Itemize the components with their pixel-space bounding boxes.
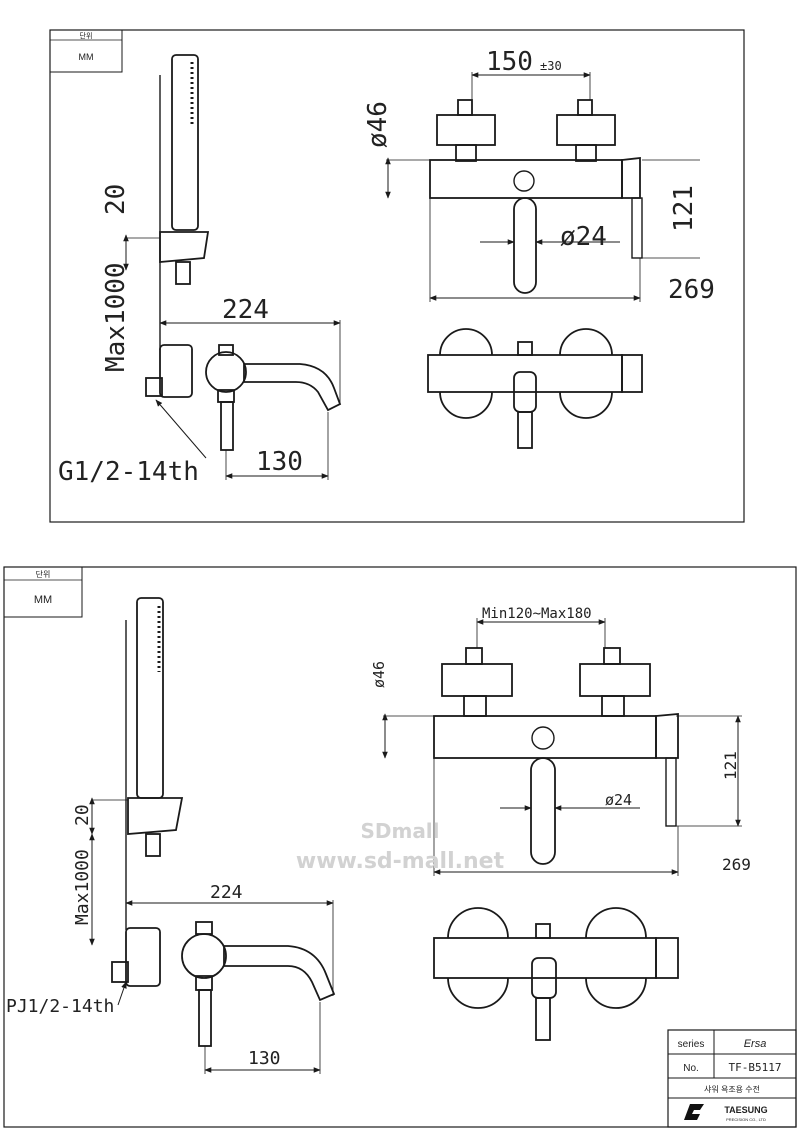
top-hand-shower bbox=[171, 54, 199, 231]
series-value: Ersa bbox=[744, 1038, 767, 1050]
top-side-view: 20 Max1000 224 130 G1/2-14th bbox=[58, 54, 342, 487]
bottom-dim-thread: PJ1/2-14th bbox=[6, 996, 114, 1017]
bottom-dim-121: 121 bbox=[721, 751, 740, 780]
top-spout bbox=[243, 363, 342, 412]
top-unit-header: 단위 bbox=[80, 31, 93, 40]
top-dim-150-tol: ±30 bbox=[540, 59, 562, 73]
top-left-knob bbox=[436, 114, 496, 146]
top-dim-269: 269 bbox=[668, 275, 715, 305]
bottom-dim-spacing: Min120~Max180 bbox=[482, 606, 592, 622]
top-wall-plate bbox=[159, 344, 193, 398]
taesung-logo-icon bbox=[684, 1104, 704, 1120]
bottom-dim-24: ø24 bbox=[605, 791, 632, 809]
product-description: 샤워 욕조용 수전 bbox=[704, 1084, 760, 1094]
bottom-left-knob bbox=[441, 663, 513, 697]
bottom-side-view: 20 Max1000 224 130 PJ1/2-14th bbox=[6, 597, 336, 1074]
bottom-wall-plate bbox=[125, 927, 161, 987]
top-dim-24: ø24 bbox=[560, 222, 607, 252]
bottom-sheet: 단위 MM 20 Max1000 224 bbox=[3, 566, 797, 1128]
top-right-knob bbox=[556, 114, 616, 146]
top-diverter-spout bbox=[513, 197, 537, 294]
watermark: SDmall www.sd-mall.net bbox=[296, 819, 505, 874]
top-dim-46: ø46 bbox=[363, 101, 393, 148]
top-dim-121: 121 bbox=[669, 185, 699, 232]
top-dim-130: 130 bbox=[256, 447, 303, 477]
taesung-logo: TAESUNG PRECISION CO., LTD bbox=[684, 1104, 768, 1122]
top-mixer-bar bbox=[429, 159, 623, 199]
top-plan-bar bbox=[427, 354, 623, 393]
bottom-sheet-frame bbox=[3, 566, 797, 1128]
watermark-line1: SDmall bbox=[360, 819, 439, 843]
bottom-front-view: Min120~Max180 ø46 ø24 121 269 bbox=[370, 606, 751, 876]
bottom-spout bbox=[223, 945, 336, 1002]
bottom-diverter-spout bbox=[530, 757, 556, 865]
top-dim-224: 224 bbox=[222, 295, 269, 325]
top-sheet: 단위 MM 20 Max1000 bbox=[49, 29, 745, 523]
bottom-right-knob bbox=[579, 663, 651, 697]
bottom-unit-value: MM bbox=[34, 594, 52, 606]
brand-name: TAESUNG bbox=[724, 1105, 767, 1115]
top-unit-value: MM bbox=[79, 52, 94, 62]
top-unit-box: 단위 MM bbox=[49, 29, 123, 73]
bottom-mixer-bar bbox=[433, 715, 657, 759]
bottom-unit-header: 단위 bbox=[36, 569, 51, 579]
no-value: TF-B5117 bbox=[729, 1061, 782, 1074]
bottom-dim-20: 20 bbox=[72, 804, 93, 826]
top-dim-max1000: Max1000 bbox=[101, 262, 131, 372]
bottom-dim-max1000: Max1000 bbox=[72, 849, 93, 925]
top-dim-thread: G1/2-14th bbox=[58, 457, 199, 487]
watermark-line2: www.sd-mall.net bbox=[296, 849, 505, 874]
title-block: series Ersa No. TF-B5117 샤워 욕조용 수전 TAESU… bbox=[667, 1029, 797, 1128]
bottom-dim-46: ø46 bbox=[370, 661, 388, 688]
top-front-view: 150 ±30 ø46 ø24 121 269 bbox=[363, 47, 715, 305]
top-plan-view bbox=[427, 328, 643, 449]
bottom-dim-224: 224 bbox=[210, 882, 243, 903]
bottom-valve-body bbox=[181, 933, 227, 979]
top-sheet-frame bbox=[49, 29, 745, 523]
bottom-dim-269: 269 bbox=[722, 855, 751, 874]
top-dim-20: 20 bbox=[101, 184, 131, 215]
top-dim-150: 150 bbox=[486, 47, 533, 77]
series-label: series bbox=[678, 1039, 705, 1050]
bottom-plan-view bbox=[433, 907, 679, 1041]
no-label: No. bbox=[683, 1063, 699, 1074]
top-valve-body bbox=[205, 351, 247, 393]
bottom-unit-box: 단위 MM bbox=[3, 566, 83, 618]
brand-sub: PRECISION CO., LTD bbox=[726, 1117, 766, 1122]
bottom-dim-130: 130 bbox=[248, 1048, 281, 1069]
